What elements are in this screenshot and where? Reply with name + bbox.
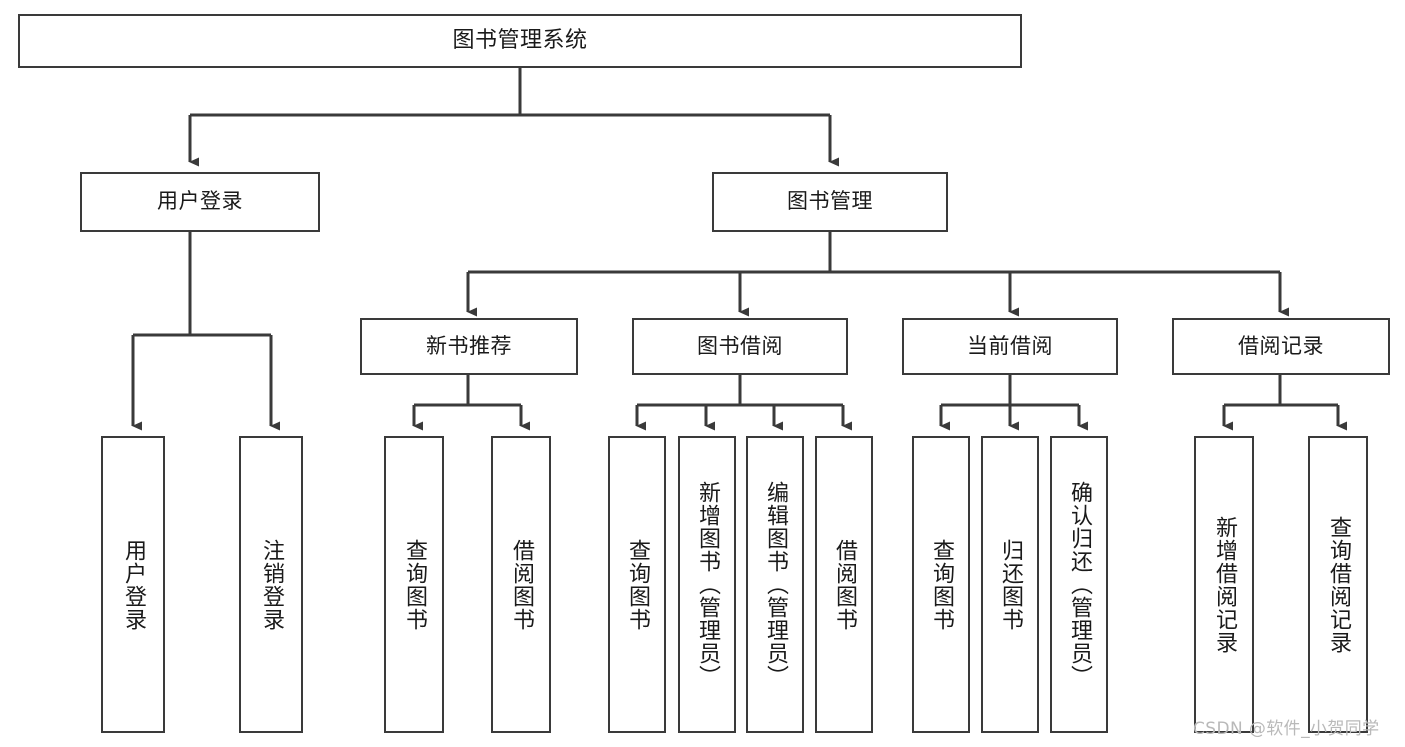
node-label: 新书推荐 [426, 333, 512, 358]
node-book-borrow[interactable]: 图书借阅 [632, 318, 848, 375]
node-new-book-recommend[interactable]: 新书推荐 [360, 318, 578, 375]
leaf-book-borrow-edit-book-admin[interactable]: 编辑图书（管理员） [746, 436, 804, 733]
leaf-borrow-record-add-record[interactable]: 新增借阅记录 [1194, 436, 1254, 733]
node-label: 新增借阅记录 [1211, 515, 1237, 654]
csdn-watermark: CSDN @软件_小贺同学 [1193, 719, 1380, 739]
leaf-user-login-logout[interactable]: 注销登录 [239, 436, 303, 733]
node-label: 归还图书 [997, 538, 1023, 631]
node-label: 用户登录 [157, 189, 243, 214]
node-root-book-management-system[interactable]: 图书管理系统 [18, 14, 1022, 68]
node-label: 编辑图书（管理员） [762, 481, 788, 688]
node-label: 查询借阅记录 [1325, 515, 1351, 654]
leaf-book-borrow-borrow-book[interactable]: 借阅图书 [815, 436, 873, 733]
node-label: 确认归还（管理员） [1066, 481, 1092, 688]
leaf-book-borrow-query-book[interactable]: 查询图书 [608, 436, 666, 733]
node-label: 查询图书 [624, 538, 650, 631]
leaf-book-borrow-add-book-admin[interactable]: 新增图书（管理员） [678, 436, 736, 733]
node-label: 当前借阅 [967, 333, 1053, 358]
node-label: 查询图书 [928, 538, 954, 631]
node-label: 图书管理系统 [452, 27, 588, 53]
node-label: 借阅记录 [1238, 333, 1324, 358]
leaf-borrow-record-query-record[interactable]: 查询借阅记录 [1308, 436, 1368, 733]
leaf-current-borrow-return-book[interactable]: 归还图书 [981, 436, 1039, 733]
node-label: 借阅图书 [831, 538, 857, 631]
node-borrow-record[interactable]: 借阅记录 [1172, 318, 1390, 375]
leaf-current-borrow-confirm-return-admin[interactable]: 确认归还（管理员） [1050, 436, 1108, 733]
leaf-new-book-borrow-book[interactable]: 借阅图书 [491, 436, 551, 733]
leaf-new-book-query-book[interactable]: 查询图书 [384, 436, 444, 733]
node-label: 图书借阅 [697, 333, 783, 358]
leaf-current-borrow-query-book[interactable]: 查询图书 [912, 436, 970, 733]
node-label: 借阅图书 [508, 538, 534, 631]
node-label: 注销登录 [258, 538, 284, 631]
node-current-borrow[interactable]: 当前借阅 [902, 318, 1118, 375]
node-book-management[interactable]: 图书管理 [712, 172, 948, 232]
node-user-login[interactable]: 用户登录 [80, 172, 320, 232]
node-label: 用户登录 [120, 538, 146, 631]
node-label: 图书管理 [787, 189, 873, 214]
leaf-user-login-login[interactable]: 用户登录 [101, 436, 165, 733]
node-label: 新增图书（管理员） [694, 481, 720, 688]
node-label: 查询图书 [401, 538, 427, 631]
